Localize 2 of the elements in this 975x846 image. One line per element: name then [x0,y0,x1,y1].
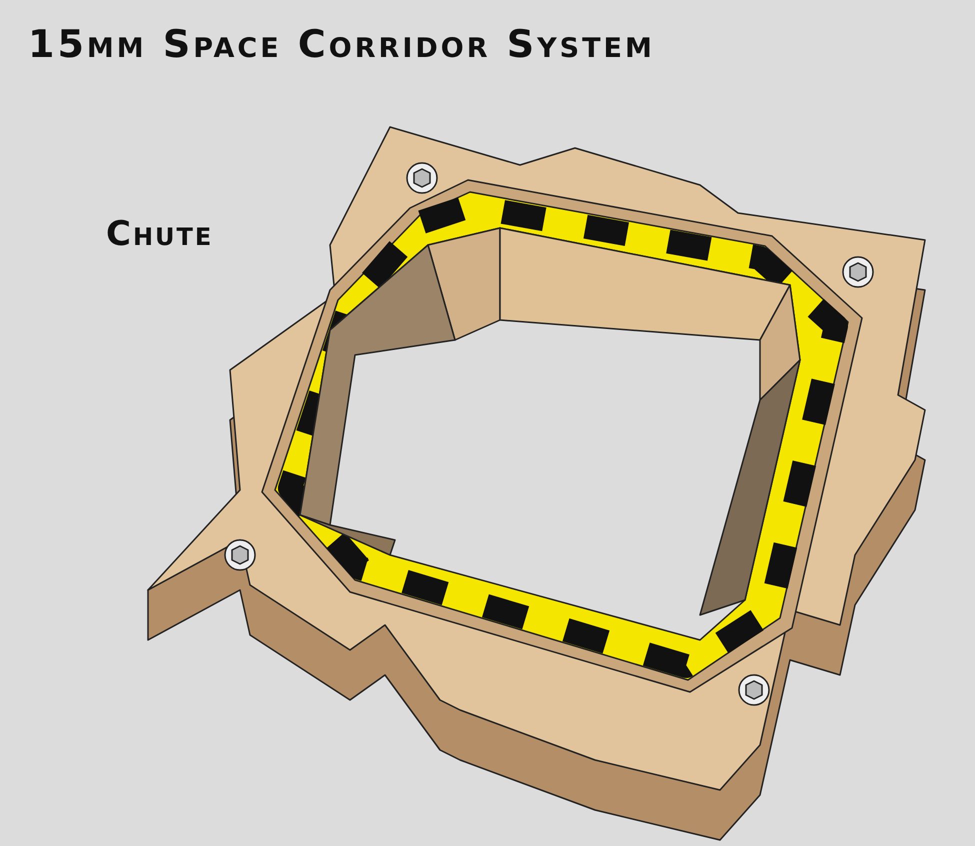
title: 15mm Space Corridor System [28,22,655,66]
part-label: Chute [106,214,214,254]
